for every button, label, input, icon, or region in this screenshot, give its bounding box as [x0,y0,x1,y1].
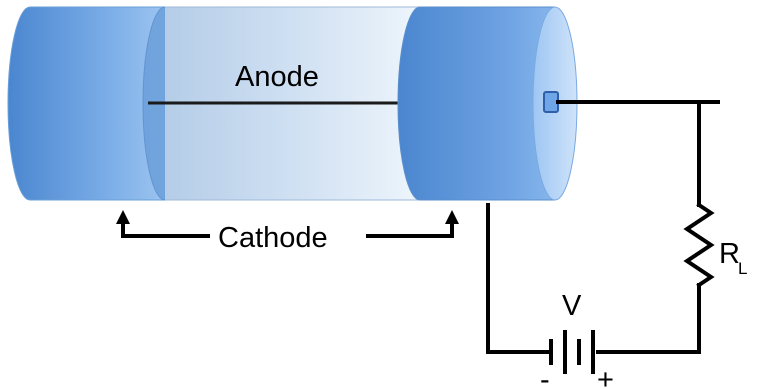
right-arrow-head [445,210,459,224]
battery [549,330,595,374]
anode-terminal [543,91,559,113]
left-arrow-head [116,210,130,224]
resistor-subscript: L [738,259,747,278]
anode-label: Anode [235,61,319,93]
voltage-label: V [562,290,582,322]
resistor-label: R [719,238,740,270]
cathode-label: Cathode [218,222,328,254]
cathode-arrows [116,210,459,238]
battery-plus-label: + [597,364,614,389]
load-resistor [683,202,715,288]
cathode-right-section [397,6,578,201]
battery-minus-label: - [540,364,550,389]
circuit-wires [486,100,720,354]
